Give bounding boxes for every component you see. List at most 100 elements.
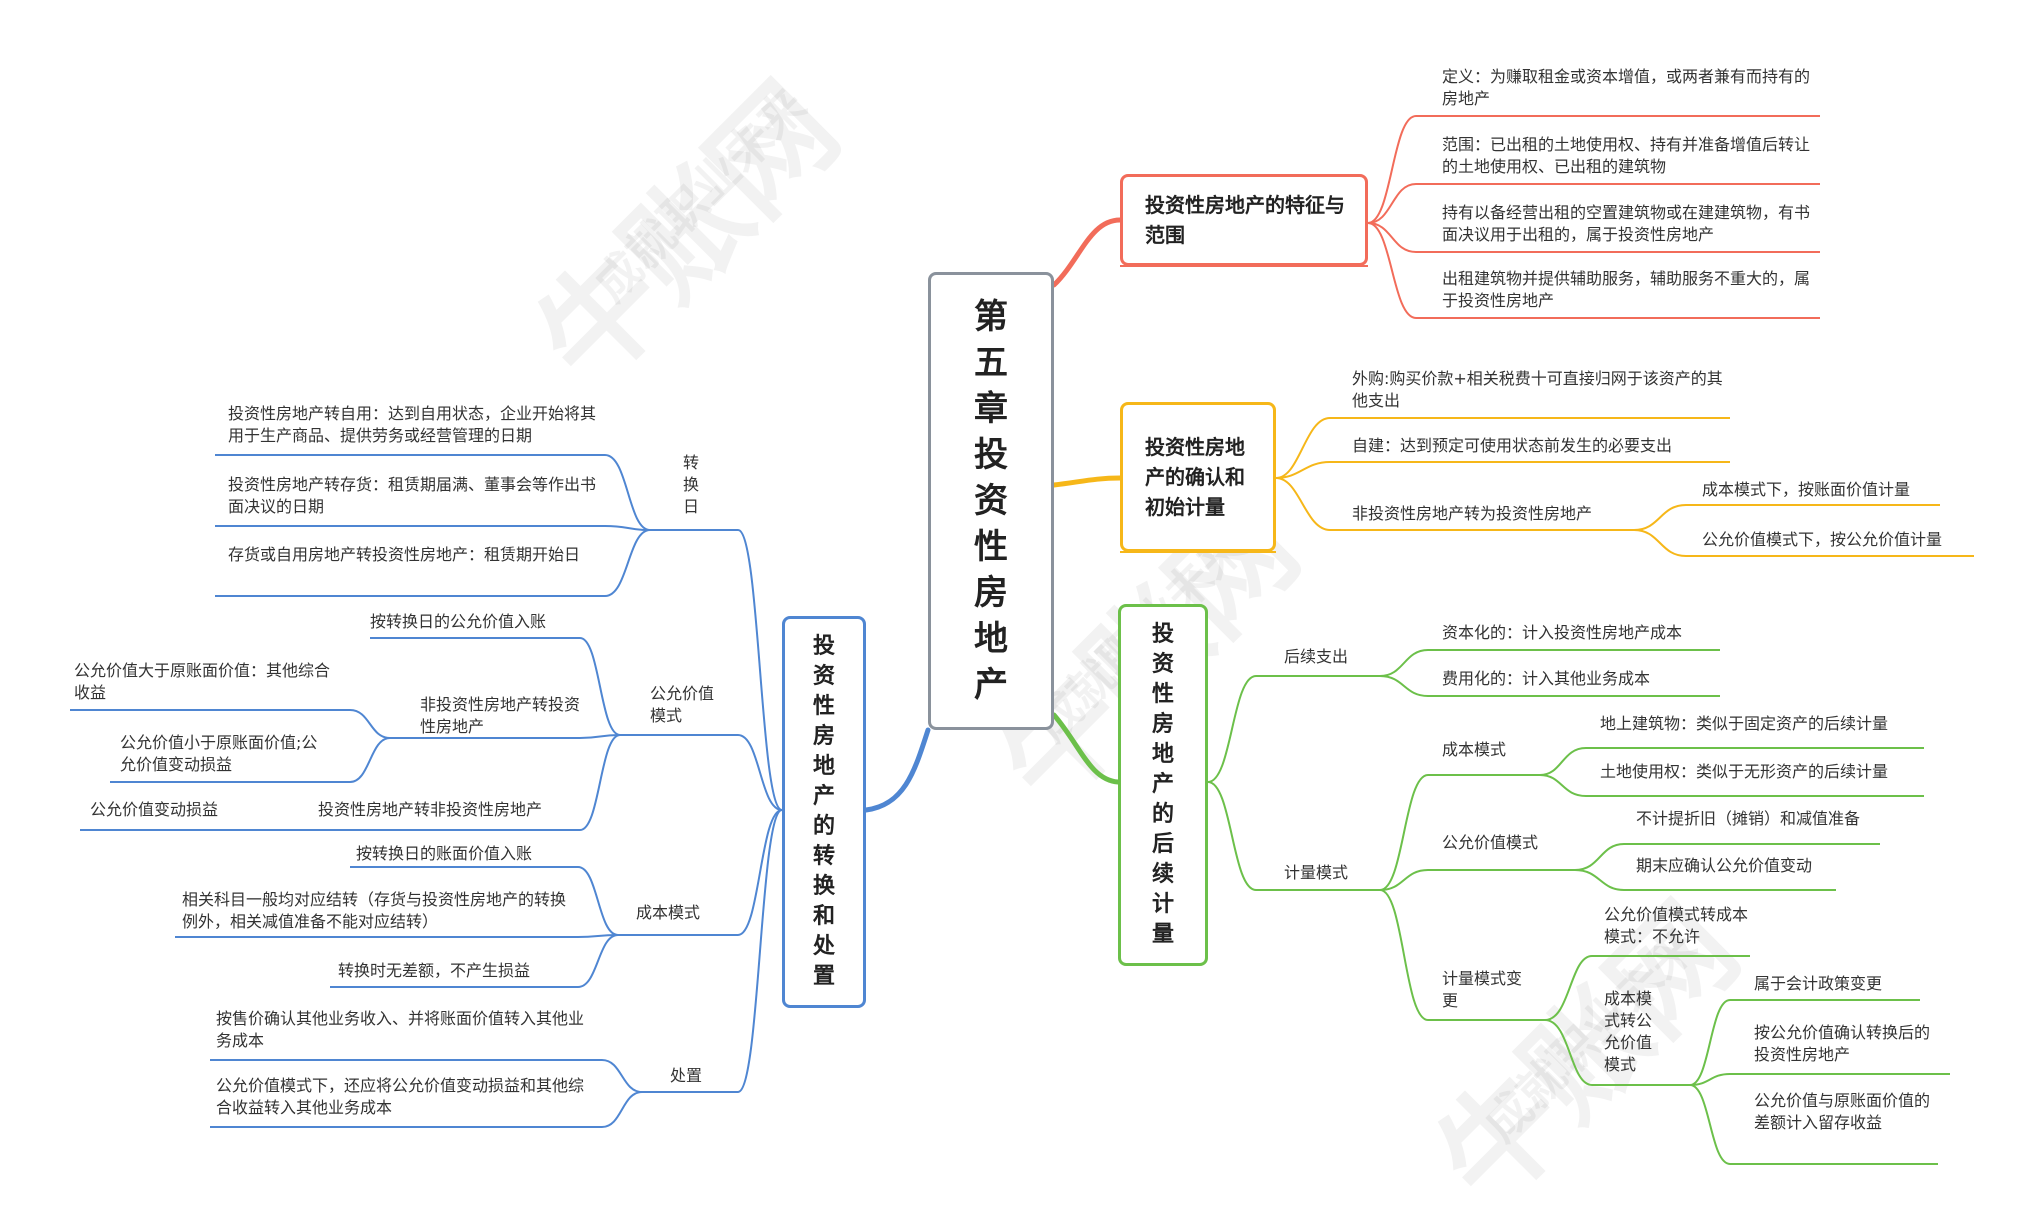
connector xyxy=(1367,222,1417,319)
node-conversion-date: 转换日 xyxy=(682,453,699,516)
leaf-to-self-use: 投资性房地产转自用：达到自用状态，企业开始将其用于生产商品、提供劳务或经营管理的… xyxy=(228,404,597,445)
leaf-expensed: 费用化的：计入其他业务成本 xyxy=(1442,669,1651,688)
leaf-by-fair-value: 按转换日的公允价值入账 xyxy=(370,612,547,631)
connector xyxy=(579,734,621,831)
leaf-by-book-value: 按转换日的账面价值入账 xyxy=(356,844,533,863)
branch-features[interactable]: 投资性房地产的特征与范围 xyxy=(1120,174,1368,266)
connector xyxy=(1539,747,1587,776)
branch-conversion-title: 投资性房地产的转换和处置 xyxy=(812,634,835,989)
connector xyxy=(1367,183,1417,224)
connector xyxy=(604,525,651,531)
leaf-no-depreciation: 不计提折旧（摊销）和减值准备 xyxy=(1636,809,1861,828)
leaf-transfer-in: 非投资性房地产转为投资性房地产 xyxy=(1352,504,1593,523)
leaf-non-to-investment: 非投资性房地产转投资性房地产 xyxy=(420,695,581,736)
connector xyxy=(1689,999,1731,1086)
connector xyxy=(349,737,391,783)
root-node[interactable]: 第五章投资性房地产 xyxy=(928,272,1054,730)
node-fv-model: 公允价值模式 xyxy=(1442,833,1539,852)
branch-subsequent[interactable]: 投资性房地产的后续计量 xyxy=(1118,604,1208,966)
connector xyxy=(1275,477,1331,531)
connector xyxy=(1051,712,1121,785)
node-subsequent-expense: 后续支出 xyxy=(1284,647,1349,666)
leaf-definition: 定义：为赚取租金或资本增值，或两者兼有而持有的房地产 xyxy=(1442,67,1811,108)
connector xyxy=(577,934,619,988)
leaf-fv-mode: 公允价值模式下，按公允价值计量 xyxy=(1702,530,1943,549)
connector xyxy=(601,1091,643,1128)
connector xyxy=(1574,843,1625,871)
connector xyxy=(1574,869,1625,891)
leaf-fv-to-cost: 公允价值模式转成本模式：不允许 xyxy=(1604,905,1749,946)
leaf-purchase: 外购:购买价款+相关税费十可直接归网于该资产的其他支出 xyxy=(1352,369,1723,410)
connector xyxy=(604,454,651,531)
connector xyxy=(737,809,783,936)
connector xyxy=(1207,781,1257,891)
connector xyxy=(1207,675,1257,783)
connector xyxy=(1367,115,1417,224)
leaf-no-difference: 转换时无差额，不产生损益 xyxy=(338,961,531,980)
connector xyxy=(737,734,783,811)
leaf-selfbuilt: 自建：达到预定可使用状态前发生的必要支出 xyxy=(1352,436,1673,455)
connector xyxy=(1689,1084,1731,1165)
connector xyxy=(1275,461,1331,479)
connector xyxy=(1633,504,1687,531)
leaf-from-other: 存货或自用房地产转投资性房地产：租赁期开始日 xyxy=(228,545,581,564)
connector xyxy=(1275,417,1331,479)
leaf-to-inventory: 投资性房地产转存货：租赁期届满、董事会等作出书面决议的日期 xyxy=(228,475,597,516)
node-model-change: 计量模式变更 xyxy=(1442,969,1523,1010)
node-cost-to-fv: 成本模式转公允价值模式 xyxy=(1604,989,1653,1074)
connector xyxy=(1379,649,1429,677)
connector xyxy=(1539,774,1587,797)
connector xyxy=(1544,955,1593,1021)
connector xyxy=(1379,675,1429,697)
connector xyxy=(579,734,621,739)
connector xyxy=(349,709,391,739)
branch-subsequent-title: 投资性房地产的后续计量 xyxy=(1151,622,1174,947)
branch-recognition-title: 投资性房地产的确认和初始计量 xyxy=(1145,435,1245,519)
leaf-fv-less: 公允价值小于原账面价值;公允价值变动损益 xyxy=(120,733,318,774)
leaf-scope: 范围：已出租的土地使用权、持有并准备增值后转让的土地使用权、已出租的建筑物 xyxy=(1442,135,1811,176)
leaf-ancillary-service: 出租建筑物并提供辅助服务，辅助服务不重大的，属于投资性房地产 xyxy=(1442,269,1811,310)
leaf-corresponding-transfer: 相关科目一般均对应结转（存货与投资性房地产的转换例外，相关减值准备不能对应结转） xyxy=(182,890,567,931)
connector xyxy=(1379,869,1429,891)
leaf-fv-change-pnl: 公允价值变动损益 xyxy=(90,800,219,819)
leaf-vacant-building: 持有以备经营出租的空置建筑物或在建建筑物，有书面决议用于出租的，属于投资性房地产 xyxy=(1442,203,1811,244)
branch-features-title: 投资性房地产的特征与范围 xyxy=(1145,193,1345,247)
connector xyxy=(1379,889,1429,1021)
connector xyxy=(1544,1019,1593,1086)
leaf-investment-to-non: 投资性房地产转非投资性房地产 xyxy=(318,800,543,819)
node-disposal: 处置 xyxy=(670,1066,703,1085)
connector xyxy=(1367,222,1417,253)
connector xyxy=(1633,529,1687,557)
leaf-fv-greater: 公允价值大于原账面价值：其他综合收益 xyxy=(74,661,331,702)
connector xyxy=(579,637,621,736)
branch-recognition[interactable]: 投资性房地产的确认和初始计量 xyxy=(1120,402,1276,552)
node-conversion-fv-model: 公允价值模式 xyxy=(650,684,715,725)
leaf-period-end-fv: 期末应确认公允价值变动 xyxy=(1636,856,1813,875)
connector xyxy=(1689,1073,1731,1086)
connector xyxy=(604,529,651,597)
root-title: 第五章投资性房地产 xyxy=(974,297,1008,705)
connector xyxy=(577,866,619,936)
connector xyxy=(737,809,783,1093)
connector xyxy=(1379,774,1429,891)
leaf-land: 土地使用权：类似于无形资产的后续计量 xyxy=(1600,762,1889,781)
leaf-building: 地上建筑物：类似于固定资产的后续计量 xyxy=(1600,714,1889,733)
node-conversion-cost-model: 成本模式 xyxy=(636,903,701,922)
branch-conversion[interactable]: 投资性房地产的转换和处置 xyxy=(782,616,866,1008)
leaf-fv-recognition: 按公允价值确认转换后的投资性房地产 xyxy=(1754,1023,1931,1064)
connector xyxy=(601,1059,643,1093)
leaf-retained-earnings: 公允价值与原账面价值的差额计入留存收益 xyxy=(1754,1091,1931,1132)
node-cost-model: 成本模式 xyxy=(1442,740,1507,759)
leaf-cost-mode: 成本模式下，按账面价值计量 xyxy=(1702,480,1911,499)
connector xyxy=(1051,475,1123,488)
connector xyxy=(863,727,931,813)
leaf-capitalized: 资本化的：计入投资性房地产成本 xyxy=(1442,623,1683,642)
leaf-disposal-revenue: 按售价确认其他业务收入、并将账面价值转入其他业务成本 xyxy=(216,1009,585,1050)
connector xyxy=(737,529,783,811)
connector xyxy=(1051,217,1123,288)
leaf-policy-change: 属于会计政策变更 xyxy=(1754,974,1883,993)
node-measurement-model: 计量模式 xyxy=(1284,863,1349,882)
leaf-disposal-fv: 公允价值模式下，还应将公允价值变动损益和其他综合收益转入其他业务成本 xyxy=(216,1076,585,1117)
